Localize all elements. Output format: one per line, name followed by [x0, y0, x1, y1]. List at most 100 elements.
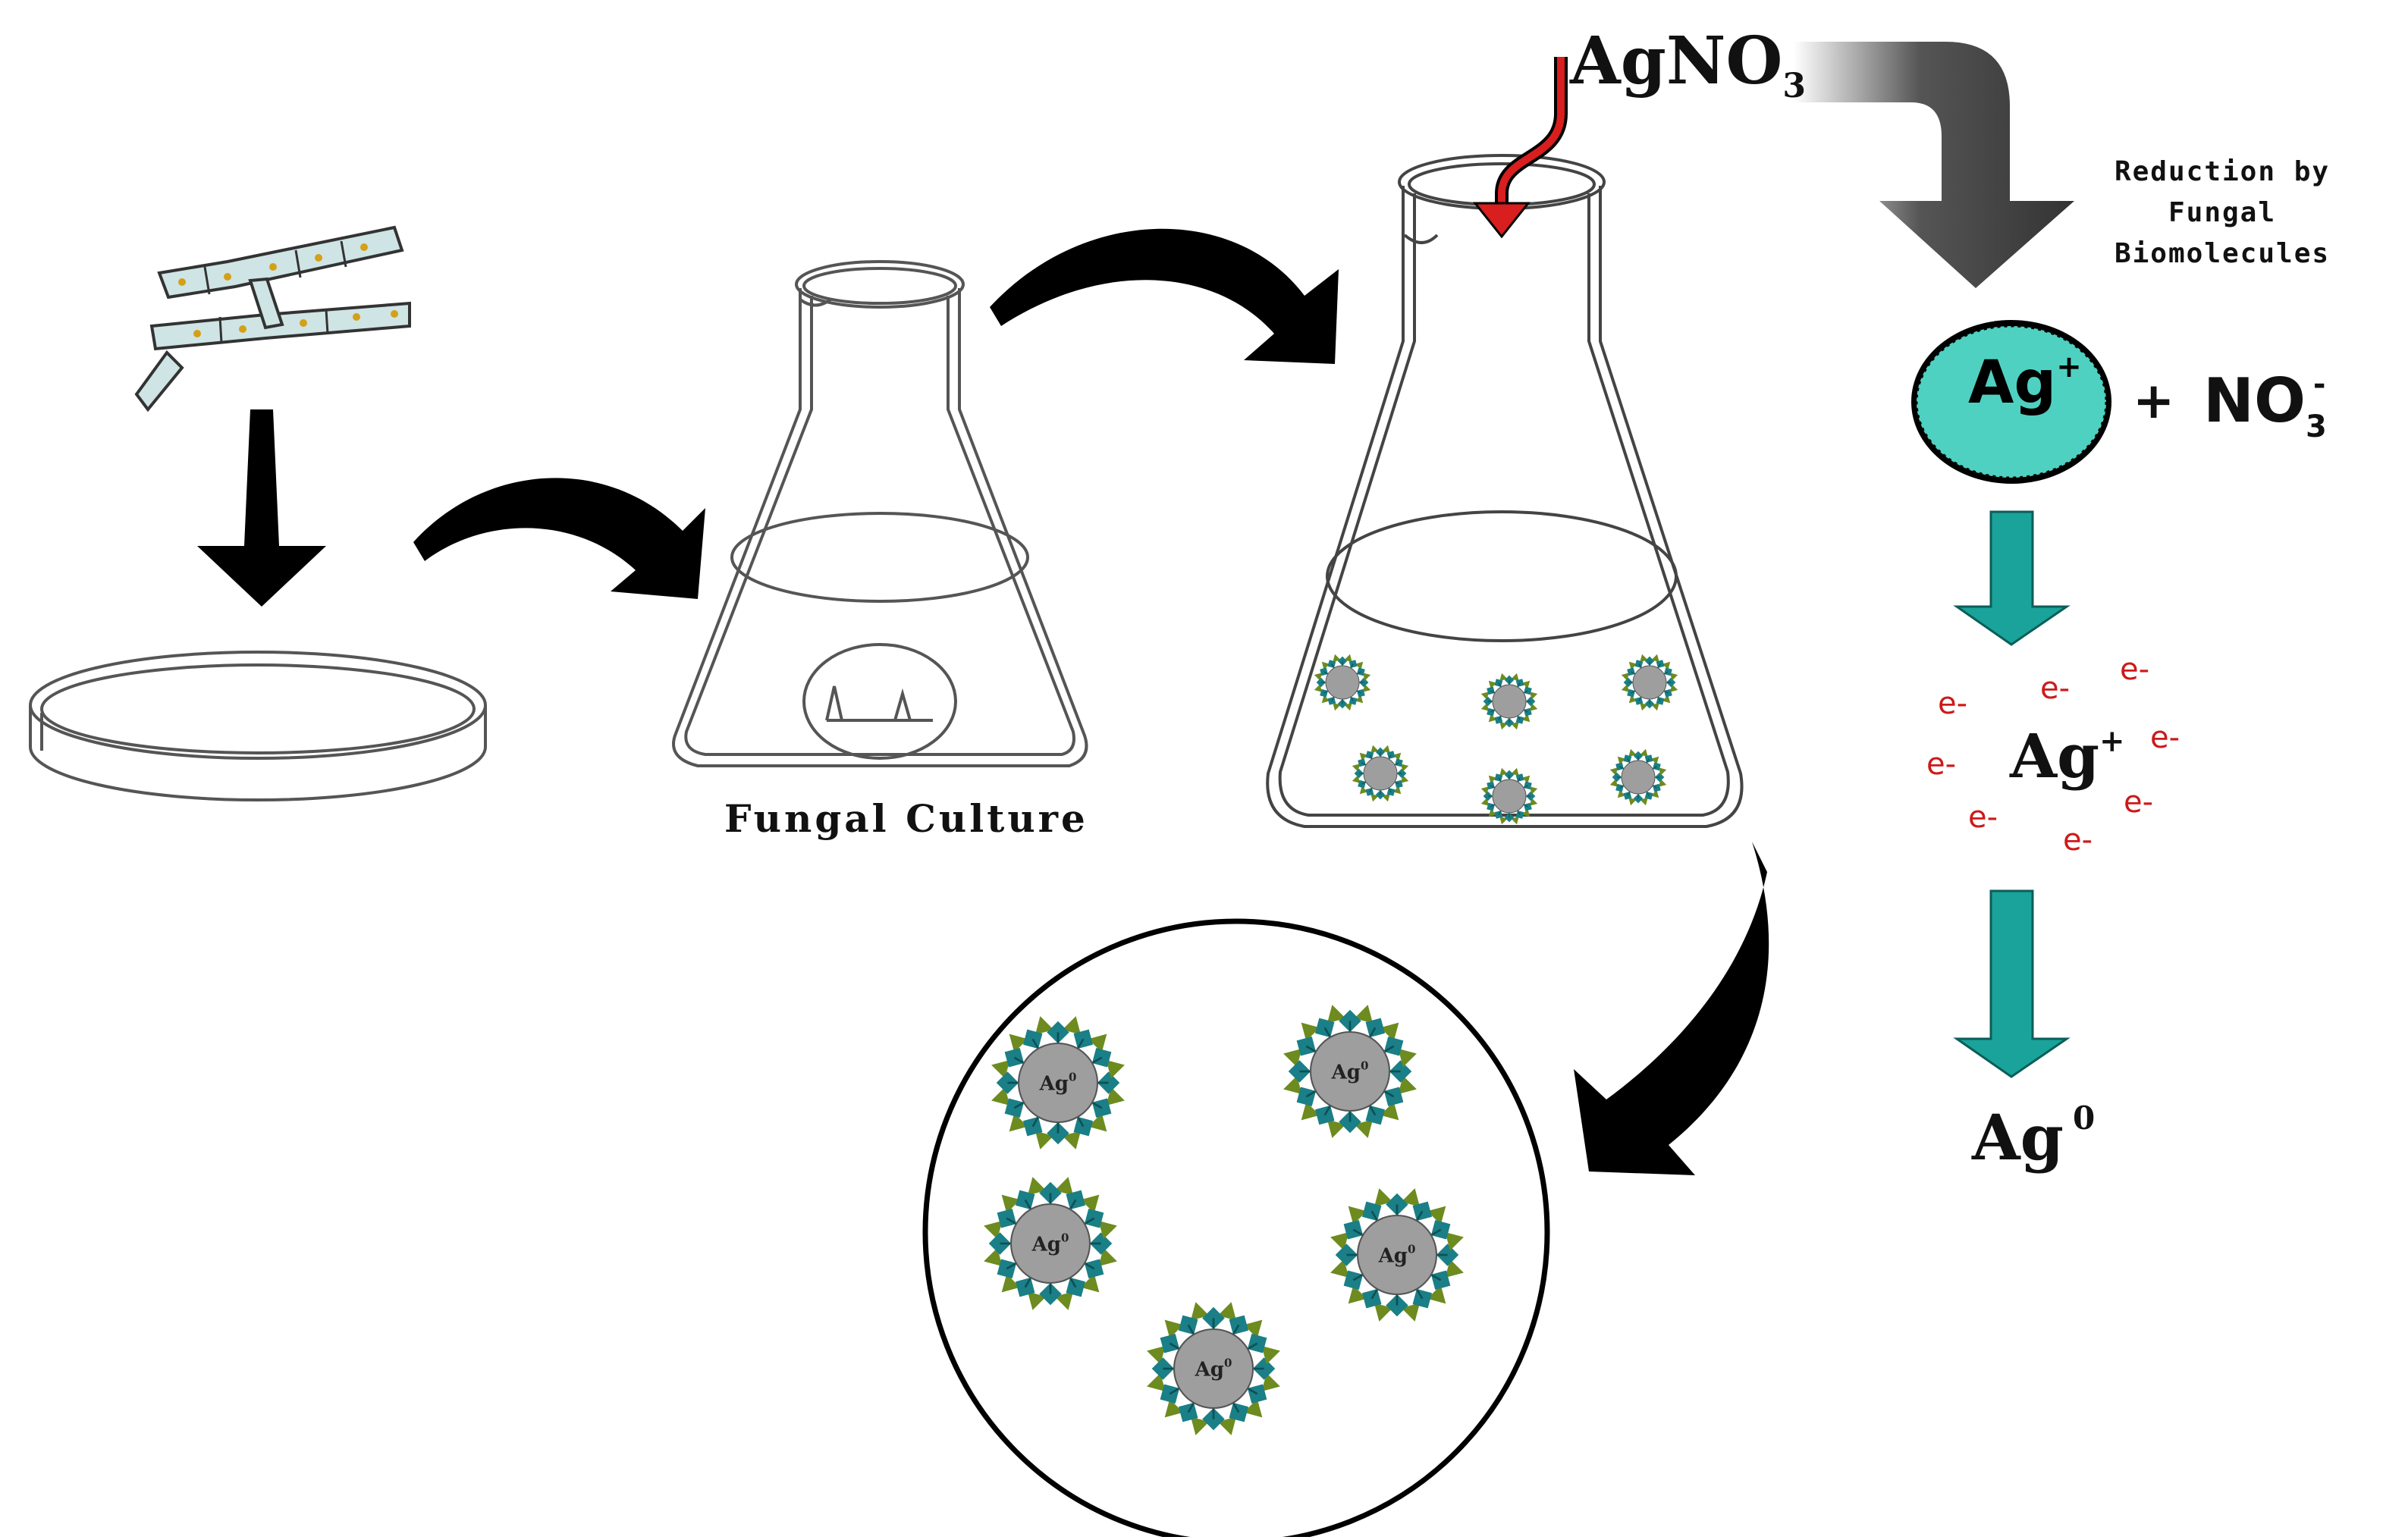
nanoparticle — [1283, 1005, 1417, 1138]
capping-link — [1523, 785, 1528, 789]
final-base: Ag — [1972, 1102, 2064, 1175]
capping-molecule — [1352, 764, 1361, 772]
silver-ion-label: Ag+ — [1968, 349, 2082, 417]
capping-molecule — [1628, 797, 1637, 806]
capping-protein — [1487, 802, 1496, 811]
nitrate-subscript: 3 — [2305, 409, 2327, 444]
electron-label: e- — [2150, 720, 2180, 755]
capping-molecule — [1359, 752, 1368, 761]
capping-molecule — [1488, 714, 1497, 723]
capping-molecule — [1628, 695, 1637, 704]
capping-link — [1350, 696, 1354, 701]
capping-molecule — [1354, 1005, 1374, 1024]
capping-molecule — [1352, 775, 1361, 783]
capping-link — [1169, 1387, 1180, 1395]
curved-arrow-icon — [413, 478, 705, 599]
capping-molecule — [1321, 695, 1330, 704]
capping-molecule — [1330, 1259, 1349, 1278]
capping-link — [1657, 696, 1661, 701]
capping-molecule — [1354, 1119, 1374, 1138]
capping-molecule — [984, 1220, 1003, 1240]
capping-molecule — [1088, 1112, 1107, 1132]
capping-link — [1368, 1105, 1377, 1116]
capping-link — [1631, 690, 1636, 694]
capping-protein — [997, 1259, 1017, 1279]
capping-molecule — [1427, 1206, 1446, 1225]
capping-link — [1187, 1402, 1195, 1413]
capping-molecule — [1380, 1101, 1399, 1121]
capping-molecule — [1511, 767, 1519, 776]
petri-dish — [29, 651, 487, 801]
nanoparticle — [1609, 748, 1667, 806]
capping-molecule — [1301, 1022, 1320, 1042]
capping-link — [1490, 709, 1496, 713]
reagent-arrow-icon — [1472, 57, 1568, 239]
capping-protein — [1320, 667, 1329, 676]
capping-protein — [1004, 1047, 1025, 1068]
mid-ion-charge: + — [2099, 723, 2125, 759]
capping-protein — [1386, 751, 1396, 760]
capping-molecule — [1009, 1112, 1028, 1132]
capping-link — [1323, 1105, 1332, 1116]
capping-molecule — [1283, 1048, 1302, 1068]
capping-protein — [1343, 1270, 1364, 1291]
capping-link — [1323, 671, 1329, 675]
capping-link — [1031, 1116, 1040, 1128]
capping-protein — [1348, 696, 1358, 705]
capping-molecule — [1147, 1345, 1166, 1365]
capping-molecule — [1062, 1016, 1082, 1035]
capping-link — [1013, 1101, 1025, 1109]
capping-link — [1415, 1288, 1424, 1300]
capping-molecule — [1080, 1273, 1100, 1293]
capping-protein — [1487, 686, 1496, 695]
silver-core — [1356, 1214, 1438, 1296]
capping-molecule — [1401, 1188, 1421, 1207]
capping-molecule — [1062, 1131, 1082, 1150]
nitrate-charge: - — [2312, 367, 2326, 402]
capping-molecule — [1651, 702, 1659, 711]
capping-molecule — [1488, 808, 1497, 817]
capping-link — [1331, 663, 1335, 669]
capping-link — [1517, 777, 1521, 783]
nanoparticle-group — [984, 1005, 1464, 1435]
capping-molecule — [1243, 1319, 1263, 1339]
curved-arrow-icon — [990, 228, 1339, 364]
capping-link — [1369, 787, 1373, 792]
electron-label: e- — [1968, 800, 1998, 835]
silver-core — [1309, 1030, 1391, 1112]
capping-molecule — [1650, 789, 1659, 798]
capping-molecule — [1035, 1016, 1054, 1035]
capping-protein — [1634, 660, 1644, 669]
capping-molecule — [1344, 654, 1352, 663]
capping-link — [1498, 682, 1502, 688]
capping-link — [1523, 804, 1528, 808]
capping-molecule — [1521, 775, 1531, 784]
capping-protein — [1487, 707, 1496, 717]
capping-link — [1523, 709, 1528, 713]
capping-molecule — [1009, 1033, 1028, 1053]
nitrate-ion-label: NO3- — [2203, 365, 2327, 444]
nanoparticle — [1480, 673, 1538, 730]
electron-label: e- — [2063, 823, 2093, 858]
silver-core — [1009, 1203, 1091, 1284]
capping-protein — [1160, 1333, 1180, 1353]
capping-link — [1498, 810, 1502, 815]
capping-molecule — [1283, 1075, 1302, 1095]
capping-molecule — [1529, 798, 1538, 806]
capping-molecule — [1499, 767, 1508, 776]
flask-fungal-culture — [672, 260, 1088, 767]
capping-molecule — [1669, 673, 1678, 681]
capping-molecule — [1370, 793, 1379, 802]
capping-molecule — [1640, 654, 1648, 663]
capping-molecule — [1054, 1291, 1074, 1310]
capping-molecule — [1330, 1231, 1349, 1251]
capping-protein — [1343, 1219, 1364, 1240]
capping-link — [1350, 663, 1354, 669]
electron-label: e- — [2124, 785, 2154, 820]
capping-link — [1370, 1210, 1379, 1222]
capping-protein — [1335, 1244, 1358, 1266]
capping-protein — [1663, 688, 1672, 698]
capping-protein — [988, 1232, 1012, 1255]
capping-link — [1430, 1228, 1442, 1237]
